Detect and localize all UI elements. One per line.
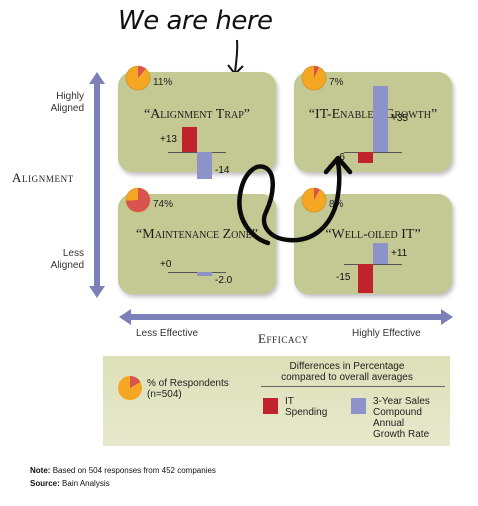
- y-axis-title: Alignment: [12, 170, 74, 185]
- note-label: Note:: [30, 466, 51, 475]
- quadrant-maintenance-zone: “Maintenance Zone” 74%: [118, 194, 276, 294]
- bar-baseline: [344, 152, 402, 153]
- y-low-line-2: Aligned: [50, 260, 84, 271]
- handwritten-loop-arrow: [237, 155, 353, 246]
- y-high-line-1: Highly: [56, 91, 84, 102]
- quadrant-title: “Maintenance Zone”: [136, 227, 258, 242]
- it-value-label: -15: [336, 272, 351, 284]
- x-axis-title: Efficacy: [258, 331, 309, 346]
- quadrant-title: “Well-oiled IT”: [325, 227, 421, 242]
- x-axis-low-label: Less Effective: [136, 328, 199, 339]
- legend-sales-growth: 3-Year Sales Compound Annual Growth Rate: [373, 396, 430, 440]
- source-line: Source: Bain Analysis: [30, 479, 110, 488]
- legend-it-line-2: Spending: [285, 407, 328, 418]
- sales-value-label: -14: [215, 165, 230, 177]
- respondent-pie-icon: [301, 65, 327, 91]
- legend-respondents-line-1: % of Respondents: [147, 378, 229, 389]
- legend-it-spending: IT Spending: [285, 396, 327, 418]
- y-axis-high-label: Highly Aligned: [38, 91, 84, 115]
- x-axis-high-label: Highly Effective: [352, 328, 421, 339]
- legend-respondents: % of Respondents (n=504): [147, 378, 229, 400]
- alignment-axis-arrow: [89, 72, 105, 298]
- sales-growth-bar: [373, 85, 388, 152]
- it-value-label: +13: [160, 133, 177, 145]
- legend-pie-icon: [118, 376, 142, 400]
- legend-heading-underline: [261, 386, 445, 387]
- source-label: Source:: [30, 479, 60, 488]
- legend-it-line-1: IT: [285, 396, 294, 407]
- sales-value-label: -2.0: [215, 275, 233, 286]
- legend-heading-line-2: compared to overall averages: [281, 372, 413, 383]
- quadrant-title: “Alignment Trap”: [143, 107, 250, 122]
- efficacy-axis-arrow: [119, 309, 453, 325]
- note-text: Based on 504 responses from 452 companie…: [52, 466, 216, 475]
- sales-value-label: +35: [391, 112, 408, 124]
- it-value-label: -6: [336, 151, 345, 163]
- respondent-pie-icon: [125, 187, 151, 213]
- sales-growth-bar: [197, 272, 212, 276]
- quadrant-percent: 7%: [329, 77, 344, 88]
- y-low-line-1: Less: [62, 248, 84, 259]
- quadrant-percent: 74%: [153, 199, 174, 210]
- legend-sales-swatch: [351, 398, 366, 414]
- y-high-line-2: Aligned: [50, 103, 84, 114]
- respondent-pie-icon: [301, 187, 327, 213]
- it-spending-bar: [358, 264, 373, 293]
- it-spending-bar: [182, 127, 197, 152]
- it-value-label: +0: [160, 259, 172, 270]
- sales-growth-bar: [373, 243, 388, 264]
- y-axis-low-label: Less Aligned: [38, 248, 84, 272]
- legend-sales-line-2: Compound: [373, 407, 422, 418]
- legend-heading-line-1: Differences in Percentage: [289, 361, 405, 372]
- legend-sales-line-4: Growth Rate: [373, 429, 430, 440]
- bar-baseline: [344, 264, 402, 265]
- legend-sales-line-1: 3-Year Sales: [373, 396, 430, 407]
- respondent-pie-icon: [125, 65, 151, 91]
- quadrant-percent: 11%: [153, 77, 173, 88]
- legend-sales-line-3: Annual: [373, 418, 405, 429]
- source-text: Bain Analysis: [62, 479, 110, 488]
- it-spending-bar: [358, 152, 373, 164]
- legend-respondents-line-2: (n=504): [147, 389, 182, 400]
- sales-growth-bar: [197, 152, 212, 179]
- sales-value-label: +11: [391, 247, 408, 259]
- legend: Differences in Percentage compared to ov…: [103, 356, 450, 446]
- legend-it-swatch: [263, 398, 278, 414]
- legend-heading: Differences in Percentage compared to ov…: [247, 361, 447, 383]
- note-line: Note: Based on 504 responses from 452 co…: [30, 466, 216, 475]
- handwritten-annotation: We are here: [118, 6, 273, 36]
